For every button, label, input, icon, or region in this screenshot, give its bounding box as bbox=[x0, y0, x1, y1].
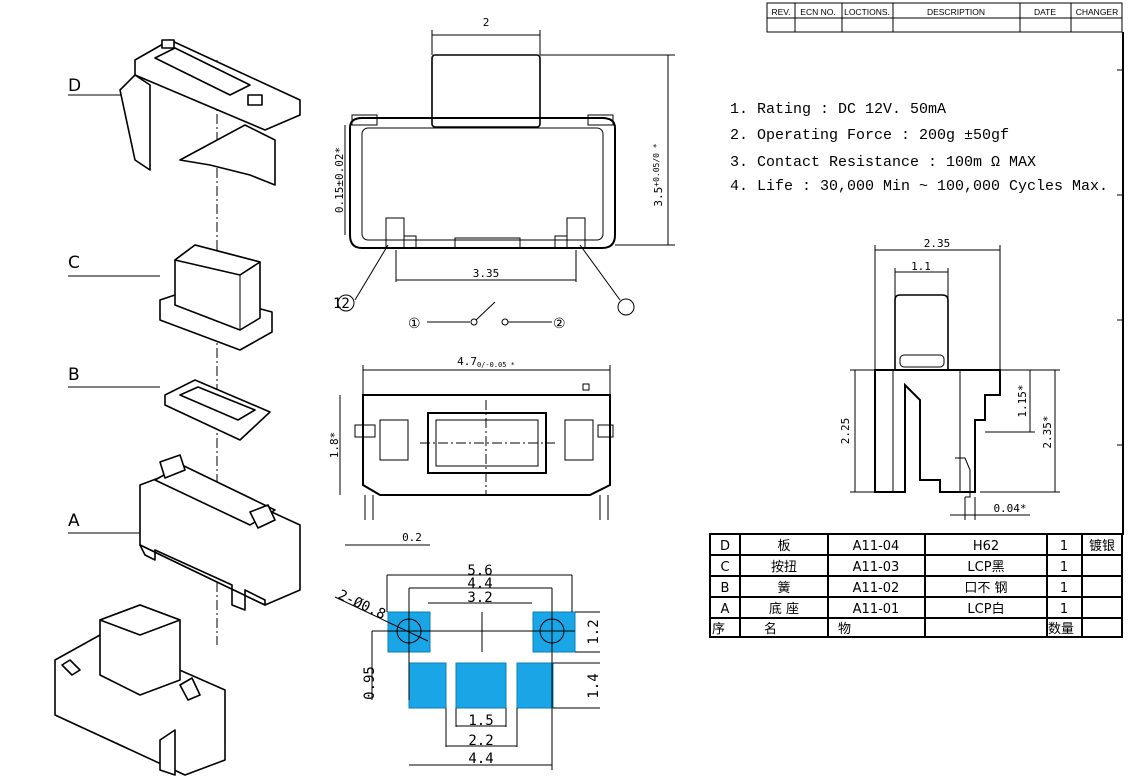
spec-operating-force: 2. Operating Force : 200g ±50gf bbox=[730, 127, 1009, 144]
row-material: H62 bbox=[973, 539, 999, 554]
row-material: LCP黑 bbox=[967, 560, 1004, 575]
footprint-dim-0-95: 0.95 bbox=[362, 666, 378, 700]
pin-label-left: 12 bbox=[333, 296, 350, 312]
front-width-dim: 4.70/-0.05 * bbox=[457, 355, 515, 369]
description-header: DESCRIPTION bbox=[927, 7, 985, 17]
footer-code: 物 bbox=[838, 622, 851, 637]
pcb-footprint: 5.6 4.4 3.2 1.2 0.95 1.4 1.5 2.2 4.4 2-Ø… bbox=[334, 563, 602, 770]
rev-header: REV. bbox=[771, 7, 790, 17]
footprint-dim-4-4-bottom: 4.4 bbox=[468, 751, 493, 767]
label-c: C bbox=[68, 253, 80, 273]
row-name: 簧 bbox=[777, 580, 790, 596]
row-seq: A bbox=[721, 602, 730, 617]
pin-circle-right bbox=[617, 298, 635, 316]
footprint-pad bbox=[532, 611, 576, 653]
row-qty: 1 bbox=[1060, 581, 1068, 596]
row-qty: 1 bbox=[1060, 539, 1068, 554]
row-qty: 1 bbox=[1060, 602, 1068, 617]
parts-row-b: B 簧 A11-02 口不 钢 1 bbox=[721, 580, 1069, 596]
top-view: 2 3.5+0.05/0 * 0.15±0.02* 3.35 12 ① ② bbox=[333, 16, 675, 332]
row-name: 底 座 bbox=[769, 601, 799, 617]
row-name: 板 bbox=[777, 539, 790, 554]
parts-table-footer: 序 名 物 数量 bbox=[712, 621, 1074, 637]
label-a: A bbox=[68, 511, 80, 531]
row-seq: C bbox=[720, 560, 729, 575]
row-code: A11-03 bbox=[853, 560, 900, 575]
row-note: 镀银 bbox=[1089, 538, 1115, 554]
spec-life: 4. Life : 30,000 Min ~ 100,000 Cycles Ma… bbox=[730, 178, 1108, 195]
spec-rating: 1. Rating : DC 12V. 50mA bbox=[730, 101, 946, 118]
top-left-dim: 0.15±0.02* bbox=[333, 147, 346, 213]
changer-header: CHANGER bbox=[1076, 7, 1119, 17]
side-right-height-1-dim: 1.15* bbox=[1016, 384, 1029, 417]
ecn-header: ECN NO. bbox=[800, 7, 835, 17]
side-top-width-dim: 2.35 bbox=[924, 237, 951, 250]
label-b: B bbox=[68, 365, 80, 385]
footprint-pad bbox=[516, 662, 554, 709]
part-a-base bbox=[139, 454, 301, 611]
footer-name: 名 bbox=[764, 621, 777, 637]
row-name: 按扭 bbox=[771, 560, 797, 575]
footprint-pad bbox=[408, 662, 447, 709]
row-seq: D bbox=[720, 539, 730, 554]
row-material: 口不 钢 bbox=[964, 581, 1007, 596]
locations-header: LOCTIONS. bbox=[844, 7, 890, 17]
front-height-dim: 1.8* bbox=[328, 432, 341, 459]
revision-table: REV. ECN NO. LOCTIONS. DESCRIPTION DATE … bbox=[766, 2, 1123, 33]
hole-dim: 2-Ø0.8 bbox=[335, 587, 388, 623]
row-code: A11-02 bbox=[853, 581, 900, 596]
specifications: 1. Rating : DC 12V. 50mA 2. Operating Fo… bbox=[730, 101, 1108, 195]
side-button-width-dim: 1.1 bbox=[911, 260, 931, 273]
border-ticks bbox=[1117, 69, 1123, 446]
date-header: DATE bbox=[1034, 7, 1056, 17]
lead-dim: 0.2 bbox=[402, 531, 422, 544]
top-width-dim: 2 bbox=[483, 16, 490, 29]
parts-row-d: D 板 A11-04 H62 1 镀银 bbox=[720, 538, 1115, 554]
row-code: A11-01 bbox=[853, 602, 900, 617]
side-left-height-dim: 2.25 bbox=[839, 418, 852, 445]
footer-seq: 序 bbox=[712, 622, 725, 637]
switch-schematic: ① ② bbox=[408, 301, 566, 332]
part-d-plate bbox=[119, 39, 301, 186]
parts-table: D 板 A11-04 H62 1 镀银 C 按扭 A11-03 LCP黑 1 B… bbox=[709, 533, 1123, 638]
footprint-dim-5-6: 5.6 bbox=[467, 563, 492, 579]
front-view: 4.70/-0.05 * 1.8* 0.2 bbox=[328, 355, 614, 546]
footprint-dim-1-2: 1.2 bbox=[586, 619, 602, 644]
footprint-dim-1-5: 1.5 bbox=[468, 713, 493, 729]
footer-qty: 数量 bbox=[1048, 622, 1074, 637]
parts-row-a: A 底 座 A11-01 LCP白 1 bbox=[721, 601, 1069, 617]
schematic-terminal-2: ② bbox=[553, 316, 566, 332]
side-right-height-2-dim: 2.35* bbox=[1041, 415, 1054, 448]
part-b-spring bbox=[164, 379, 271, 441]
footprint-dim-3-2: 3.2 bbox=[467, 590, 492, 606]
parts-row-c: C 按扭 A11-03 LCP黑 1 bbox=[720, 560, 1068, 575]
row-material: LCP白 bbox=[967, 601, 1004, 617]
row-seq: B bbox=[721, 581, 730, 596]
part-c-button bbox=[159, 244, 273, 351]
top-height-dim: 3.5+0.05/0 * bbox=[652, 143, 665, 206]
side-view: 2.35 1.1 2.25 1.15* 2.35* 0.04* bbox=[839, 237, 1060, 520]
row-qty: 1 bbox=[1060, 560, 1068, 575]
exploded-view: D C B A bbox=[54, 39, 301, 776]
footprint-dim-1-4: 1.4 bbox=[586, 673, 602, 698]
label-d: D bbox=[68, 76, 81, 96]
footprint-dim-2-2: 2.2 bbox=[468, 733, 493, 749]
schematic-terminal-1: ① bbox=[408, 316, 421, 332]
footprint-pad bbox=[455, 662, 507, 709]
spec-contact-resistance: 3. Contact Resistance : 100m Ω MAX bbox=[730, 154, 1036, 171]
row-code: A11-04 bbox=[853, 539, 900, 554]
assembled-switch bbox=[54, 604, 226, 776]
pin-span-dim: 3.35 bbox=[473, 267, 500, 280]
side-bottom-dim: 0.04* bbox=[993, 502, 1026, 515]
footprint-dim-4-4-top: 4.4 bbox=[467, 576, 492, 592]
